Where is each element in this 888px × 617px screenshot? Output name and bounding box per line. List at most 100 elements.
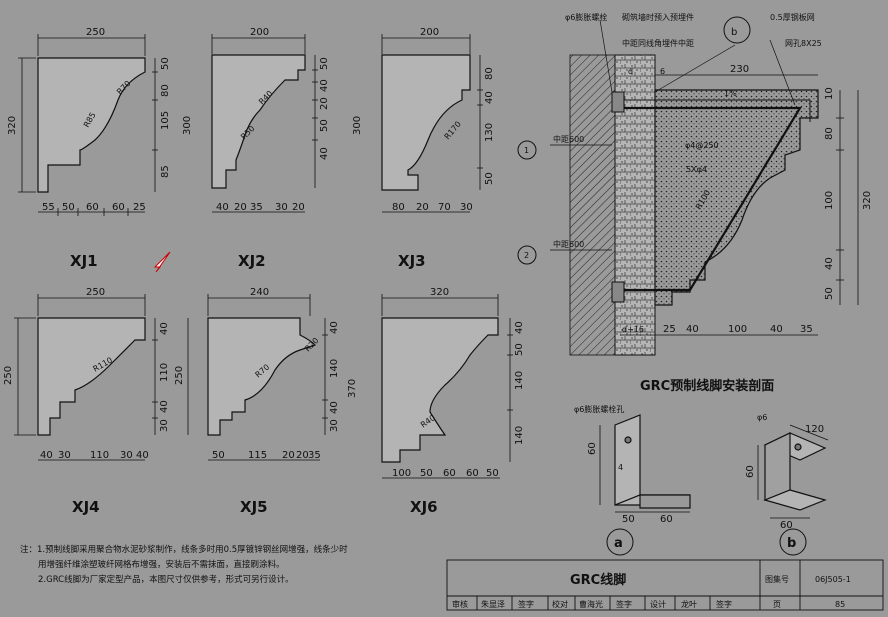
xj5-label: XJ5 [240, 498, 268, 516]
section-bottom-dim-4: 40 [770, 324, 783, 335]
title-row-6: 设计 [650, 599, 666, 609]
label-slope: 1% [724, 89, 737, 98]
title-atlas: 06J505-1 [815, 575, 851, 584]
label-pipe: φ4@250 [685, 141, 719, 150]
xj2-label: XJ2 [238, 252, 266, 270]
bracket-a-dim-1: 60 [587, 442, 598, 455]
xj3-label: XJ3 [398, 252, 426, 270]
xj6-dim-s3: 140 [514, 426, 525, 445]
label-center: 中距同线角埋件中距 [622, 38, 694, 48]
xj1-side-dim: 320 [7, 116, 18, 135]
xj2-dim-b1: 20 [234, 202, 247, 213]
note-line-3: 2.GRC线脚为厂家定型产品，本图尺寸仅供参考，形式可另行设计。 [38, 574, 294, 585]
section-bottom-dim-0: d+16 [622, 325, 644, 334]
xj5-dim-b3: 20 [296, 450, 309, 461]
xj2-dim-s2: 20 [319, 97, 330, 110]
bracket-a-circle: a [614, 536, 623, 551]
bracket-b-dim-3: 60 [780, 520, 793, 531]
title-row-7: 龙叶 [681, 599, 697, 609]
xj4-dim-s3: 30 [159, 419, 170, 432]
label-mesh: 0.5厚钢板网 [770, 12, 815, 22]
xj2-dim-b5: 20 [292, 202, 305, 213]
xj4-dim-s2: 40 [159, 400, 170, 413]
label-bolt: φ6膨胀螺栓 [565, 12, 607, 22]
section-right-dim-2: 100 [824, 191, 835, 210]
xj1-dim-b0: 55 [42, 202, 55, 213]
xj5-dim-s3: 30 [329, 419, 340, 432]
xj5-dim-s2: 40 [329, 401, 340, 414]
xj6-dim-b3: 60 [466, 468, 479, 479]
xj3-dim-s1: 40 [484, 91, 495, 104]
xj2-dim-s4: 40 [319, 147, 330, 160]
xj2-dim-s3: 50 [319, 119, 330, 132]
title-page-label: 页 [773, 600, 781, 609]
section-title: GRC预制线脚安装剖面 [640, 378, 774, 394]
xj1-dim-b1: 50 [62, 202, 75, 213]
xj3-dim-s2: 130 [484, 123, 495, 142]
xj3-radius-1: R170 [443, 120, 463, 142]
xj3-dim-b0: 80 [392, 202, 405, 213]
label-wire: 5Xφ4 [686, 165, 707, 174]
xj4-dim-b2: 110 [90, 450, 109, 461]
xj3-top-dim: 200 [420, 27, 439, 38]
xj6-side-dim: 370 [347, 379, 358, 398]
label-d6: 6 [660, 67, 665, 76]
xj6-dim-s1: 50 [514, 343, 525, 356]
xj4-side-dim: 250 [3, 366, 14, 385]
bracket-b [763, 432, 827, 511]
xj5-top-dim: 240 [250, 287, 269, 298]
bracket-a-label: φ6膨胀螺栓孔 [574, 404, 624, 414]
xj1-label: XJ1 [70, 252, 98, 270]
xj2-dim-s1: 40 [319, 79, 330, 92]
section-circle-2: 2 [524, 251, 529, 260]
xj2-dim-s0: 50 [319, 57, 330, 70]
xj4-dim-s1: 110 [159, 363, 170, 382]
bracket-b-circle: b [787, 536, 796, 551]
xj2-top-dim: 200 [250, 27, 269, 38]
xj4-dim-b4: 40 [136, 450, 149, 461]
title-row-4: 曹海光 [579, 599, 603, 609]
profile-xj4 [37, 317, 146, 436]
title-row-2: 签字 [518, 599, 534, 609]
xj4-dim-b0: 40 [40, 450, 53, 461]
profile-xj6 [381, 317, 499, 463]
install-section [517, 16, 859, 356]
xj1-dim-b4: 25 [133, 202, 146, 213]
xj5-dim-b4: 35 [308, 450, 321, 461]
xj1-dim-s1: 80 [160, 84, 171, 97]
xj1-dim-s0: 50 [160, 57, 171, 70]
xj3-dim-s0: 80 [484, 67, 495, 80]
note-line-1: 注：1.预制线脚采用聚合物水泥砂浆制作，线条多时用0.5厚镀锌钢丝网增强，线条少… [20, 544, 348, 555]
xj6-dim-b1: 50 [420, 468, 433, 479]
xj3-side-dim: 300 [352, 116, 363, 135]
title-block [446, 559, 884, 611]
bracket-a-dim-2: 50 [622, 514, 635, 525]
xj5-dim-s1: 140 [329, 359, 340, 378]
xj1-dim-b2: 60 [86, 202, 99, 213]
xj2-dim-b0: 40 [216, 202, 229, 213]
label-mesh-hole: 网孔8X25 [785, 39, 822, 48]
xj3-dim-b1: 20 [416, 202, 429, 213]
xj2-dim-b2: 35 [250, 202, 263, 213]
xj6-dim-s2: 140 [514, 371, 525, 390]
xj3-dim-s3: 50 [484, 172, 495, 185]
xj5-dim-b0: 50 [212, 450, 225, 461]
xj5-side-dim: 250 [174, 366, 185, 385]
xj6-dim-b2: 60 [443, 468, 456, 479]
title-row-5: 签字 [616, 599, 632, 609]
label-d: d [628, 67, 633, 76]
section-bottom-dim-2: 40 [686, 324, 699, 335]
section-right-dim-1: 80 [824, 127, 835, 140]
xj1-dim-b3: 60 [112, 202, 125, 213]
title-row-3: 校对 [552, 599, 568, 609]
bracket-b-label: φ6 [757, 413, 767, 422]
xj6-dim-s0: 40 [514, 321, 525, 334]
label-pitch-1: 中距600 [553, 134, 584, 144]
xj4-dim-b3: 30 [120, 450, 133, 461]
xj2-dim-b4: 30 [275, 202, 288, 213]
note-line-2: 用增强纤维涂塑玻纤网格布增强，安装后不需抹面，直接刷涂料。 [38, 559, 285, 570]
title-row-8: 签字 [716, 599, 732, 609]
xj6-label: XJ6 [410, 498, 438, 516]
